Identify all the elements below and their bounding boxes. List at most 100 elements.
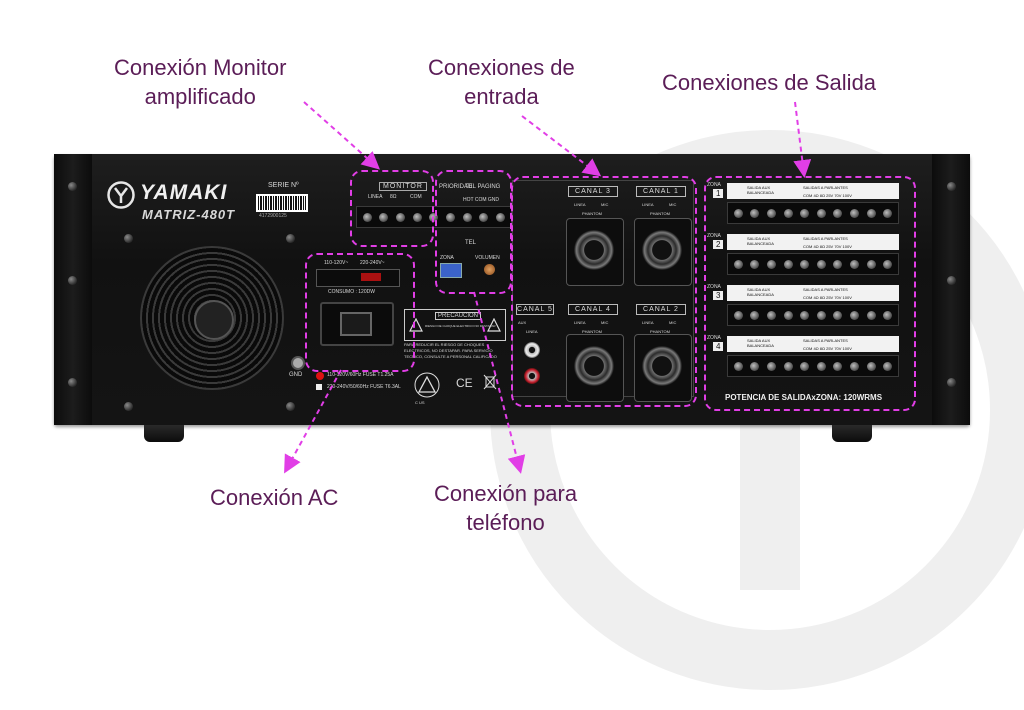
- screw-icon: [947, 276, 956, 285]
- fuse-label-220: 220-240V/50/60Hz FUSE T6.3AL: [327, 384, 401, 390]
- screw-icon: [124, 234, 133, 243]
- zone-1-aux-label: SALIDA AUX BALANCEADA: [747, 185, 774, 195]
- zone-1-output: ZONA 1 SALIDA AUX BALANCEADA SALIDAS A P…: [707, 182, 904, 228]
- zone-1-header-strip: [727, 183, 899, 199]
- screw-icon: [68, 182, 77, 191]
- canal-5-label: CANAL 5: [516, 304, 554, 315]
- callout-arrows: [284, 101, 812, 474]
- zone-2-output: ZONA 2 SALIDA AUX BALANCEADA SALIDAS A P…: [707, 233, 904, 279]
- fuse-label-110: 110-120V/60Hz FUSE T1.25A: [327, 372, 394, 378]
- callout-ac-line1: Conexión AC: [210, 485, 339, 510]
- zone-2-aux-label: SALIDA AUX BALANCEADA: [747, 236, 774, 246]
- zone-3-output: ZONA 3 SALIDA AUX BALANCEADA SALIDAS A P…: [707, 284, 904, 330]
- callout-telefono-line1: Conexión para: [434, 481, 578, 506]
- zone-4-aux-label: SALIDA AUX BALANCEADA: [747, 338, 774, 348]
- callout-telefono-label: Conexión para teléfono: [434, 479, 577, 537]
- model-name: MATRIZ-480T: [142, 207, 236, 222]
- terminal-strip-monitor-telephone[interactable]: [356, 206, 512, 228]
- tel-label: TEL: [465, 240, 477, 246]
- fan-grille: [140, 246, 284, 390]
- canal-3-linea-label: LINEA: [574, 202, 586, 207]
- callout-ac-label: Conexión AC: [210, 483, 338, 512]
- canal-2-label: CANAL 2: [636, 304, 686, 315]
- zone-2-parlantes-label: SALIDAS A PARLANTES: [803, 236, 848, 241]
- callout-monitor-line2: amplificado: [144, 84, 256, 109]
- precaucion-title: PRECAUCION: [435, 312, 482, 320]
- canal-5-linea-label: LINEA: [526, 329, 538, 334]
- zone-4-terminal-strip[interactable]: [727, 355, 899, 377]
- canal-5-aux-label: AUX: [518, 320, 527, 325]
- arrow-monitor: [303, 101, 380, 170]
- screw-icon: [286, 402, 295, 411]
- callout-telefono-line2: teléfono: [466, 510, 545, 535]
- zone-1-terminal-strip[interactable]: [727, 202, 899, 224]
- canal-2-phantom-label: PHANTOM: [650, 329, 670, 334]
- serial-barcode: [256, 194, 308, 212]
- zone-3-terminal-strip[interactable]: [727, 304, 899, 326]
- highlight-monitor: [350, 170, 434, 247]
- screw-icon: [947, 182, 956, 191]
- callout-salida-label: Conexiones de Salida: [662, 68, 876, 97]
- screw-icon: [68, 378, 77, 387]
- zone-4-number: 4: [713, 342, 724, 351]
- arrow-entrada: [521, 115, 602, 177]
- monitor-label: MONITOR: [379, 182, 427, 191]
- rca-jack-white[interactable]: [524, 342, 540, 358]
- highlight-ac: [305, 253, 415, 372]
- canal-1-linea-label: LINEA: [642, 202, 654, 207]
- gnd-terminal[interactable]: [291, 356, 305, 370]
- zone-3-aux-label: SALIDA AUX BALANCEADA: [747, 287, 774, 297]
- zone-3-number: 3: [713, 291, 724, 300]
- arrow-salida: [793, 101, 812, 178]
- callout-salida-line1: Conexiones de Salida: [662, 70, 877, 95]
- tel-paging-label: TEL PAGING: [465, 184, 501, 190]
- yamaki-logo-icon: [107, 181, 135, 209]
- highlight-inputs: [511, 176, 697, 407]
- zone-3-header-strip: [727, 285, 899, 301]
- screw-icon: [286, 234, 295, 243]
- canal-1-label: CANAL 1: [636, 186, 686, 197]
- zone-4-zona-label: ZONA: [707, 335, 721, 341]
- canal-4-combo-jack[interactable]: [566, 334, 624, 402]
- canal-3-phantom-label: PHANTOM: [582, 211, 602, 216]
- callout-entrada-line1: Conexiones de: [428, 55, 575, 80]
- volume-trimmer-knob[interactable]: [484, 264, 495, 275]
- canal-4-label: CANAL 4: [568, 304, 618, 315]
- rca-jack-red[interactable]: [524, 368, 540, 384]
- zona-label: ZONA: [440, 255, 454, 261]
- warning-triangle-icon: [487, 318, 501, 332]
- zone-4-parlantes-label: SALIDAS A PARLANTES: [803, 338, 848, 343]
- rubber-foot-left: [144, 425, 184, 442]
- precaucion-subtitle: RIESGO DE CHOQUE ELECTRICO NO DESTAPAR: [425, 324, 496, 328]
- voltage-selector-switch[interactable]: [316, 269, 400, 287]
- prioridad-label: PRIORIDAD: [439, 184, 473, 190]
- callout-monitor-line1: Conexión Monitor: [114, 55, 287, 80]
- zone-3-taps-label: COM 4Ω 8Ω 25V 70V 100V: [803, 295, 852, 300]
- zone-3-parlantes-label: SALIDAS A PARLANTES: [803, 287, 848, 292]
- ac-power-inlet[interactable]: [320, 302, 394, 346]
- screw-icon: [124, 402, 133, 411]
- canal-2-combo-jack[interactable]: [634, 334, 692, 402]
- monitor-sublabel-linea: LINEA: [368, 194, 383, 200]
- warning-text: PARA REDUCIR EL RIESGO DE CHOQUES ELECTR…: [404, 342, 497, 359]
- canal-4-phantom-label: PHANTOM: [582, 329, 602, 334]
- consumo-label: CONSUMO : 120DW: [328, 289, 375, 295]
- canal-3-mic-label: MIC: [601, 202, 609, 207]
- voltage-110-label: 110-120V~: [324, 260, 349, 266]
- zone-1-number: 1: [713, 189, 724, 198]
- monitor-sublabel-com: COM: [410, 194, 422, 200]
- zone-2-terminal-strip[interactable]: [727, 253, 899, 275]
- monitor-sublabel-8ohm: 8Ω: [390, 194, 397, 200]
- screw-icon: [947, 378, 956, 387]
- canal-1-combo-jack[interactable]: [634, 218, 692, 286]
- zone-4-header-strip: [727, 336, 899, 352]
- canal-4-linea-label: LINEA: [574, 320, 586, 325]
- serie-label: SERIE Nº: [268, 182, 299, 189]
- zone-dip-switch[interactable]: [440, 263, 462, 278]
- precaucion-panel: PRECAUCION RIESGO DE CHOQUE ELECTRICO NO…: [404, 309, 506, 341]
- arrow-ac: [284, 369, 342, 474]
- certification-triangle-icon: [414, 372, 440, 398]
- zone-3-zona-label: ZONA: [707, 284, 721, 290]
- canal-3-label: CANAL 3: [568, 186, 618, 197]
- canal-3-combo-jack[interactable]: [566, 218, 624, 286]
